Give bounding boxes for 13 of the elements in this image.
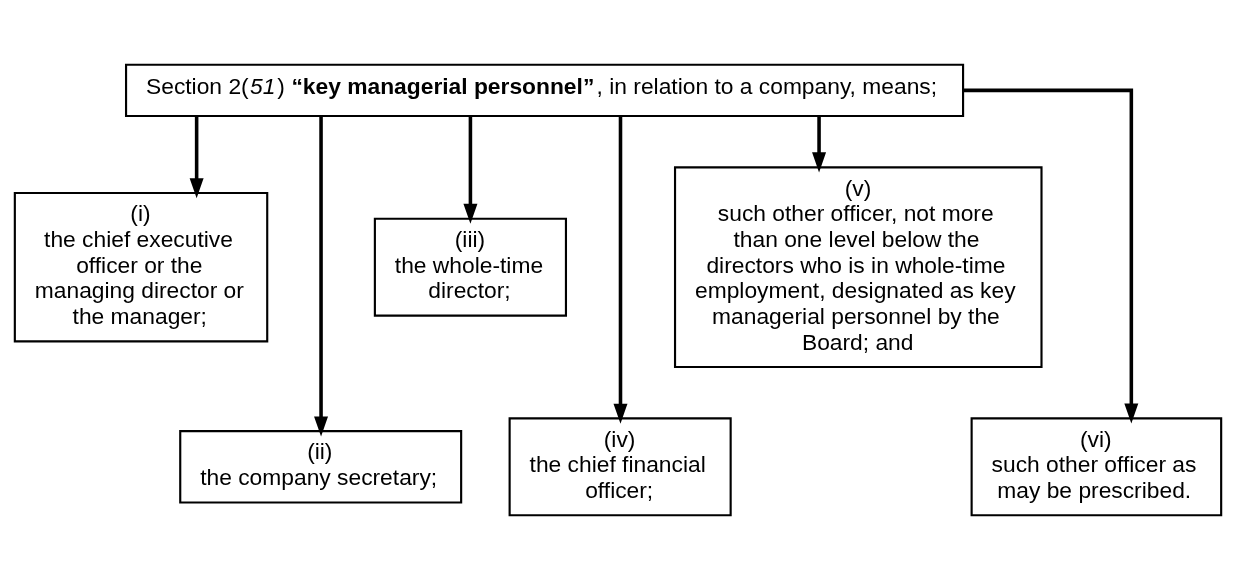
node-box: (iv) the chief financial officer; — [508, 417, 732, 517]
arrow — [314, 116, 329, 437]
node-box: (i) the chief executive officer or the managing director or the manager; — [13, 191, 269, 343]
arrow — [812, 116, 827, 173]
node-box: Section 2(51) “key managerial personnel”, in relation to a company, means; — [125, 63, 965, 118]
node-box: (iii) the whole-time director; — [373, 217, 568, 317]
arrow — [613, 116, 628, 424]
node-box: (ii) the company secretary; — [179, 430, 463, 504]
arrow — [463, 116, 478, 224]
node-box: (vi) such other officer as may be prescribed. — [970, 417, 1223, 517]
arrow — [963, 88, 1139, 424]
arrow — [189, 116, 204, 199]
node-box: (v) such other officer, not more than one level below the directors who is in whole-time employment, designated as key managerial personnel by the Board; and — [673, 166, 1043, 369]
